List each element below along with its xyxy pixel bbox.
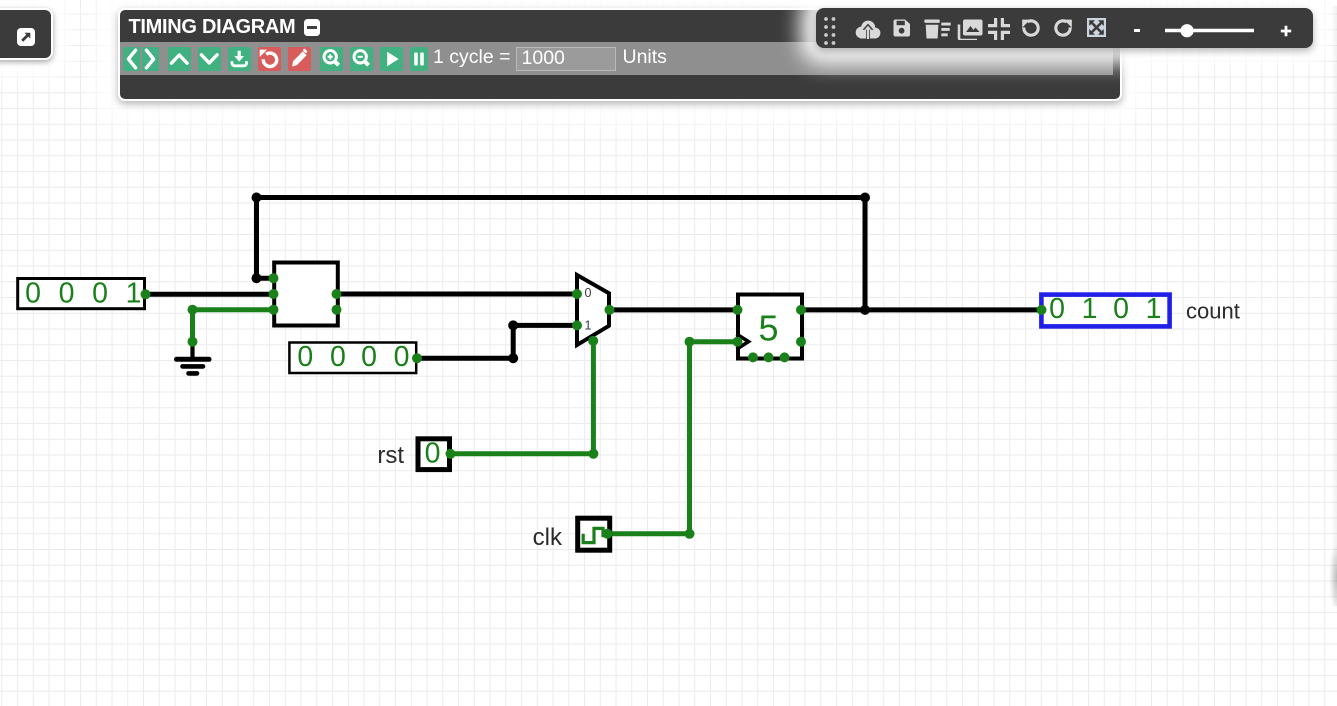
svg-text:5: 5 xyxy=(758,308,778,349)
svg-text:1: 1 xyxy=(126,278,142,310)
svg-text:0: 0 xyxy=(425,437,441,469)
svg-text:0: 0 xyxy=(330,341,346,373)
svg-text:0: 0 xyxy=(585,286,592,300)
svg-text:1: 1 xyxy=(585,319,592,333)
svg-text:0: 0 xyxy=(1113,293,1129,325)
svg-text:clk: clk xyxy=(533,524,563,551)
svg-text:count: count xyxy=(1186,299,1240,324)
svg-text:0: 0 xyxy=(297,341,313,373)
svg-text:0: 0 xyxy=(59,278,75,310)
svg-text:0: 0 xyxy=(25,278,41,310)
svg-text:1: 1 xyxy=(1082,293,1098,325)
svg-text:0: 0 xyxy=(361,341,377,373)
svg-text:0: 0 xyxy=(92,278,108,310)
svg-text:rst: rst xyxy=(377,442,404,469)
svg-text:0: 0 xyxy=(1049,293,1065,325)
svg-text:0: 0 xyxy=(394,341,410,373)
svg-text:1: 1 xyxy=(1146,293,1162,325)
